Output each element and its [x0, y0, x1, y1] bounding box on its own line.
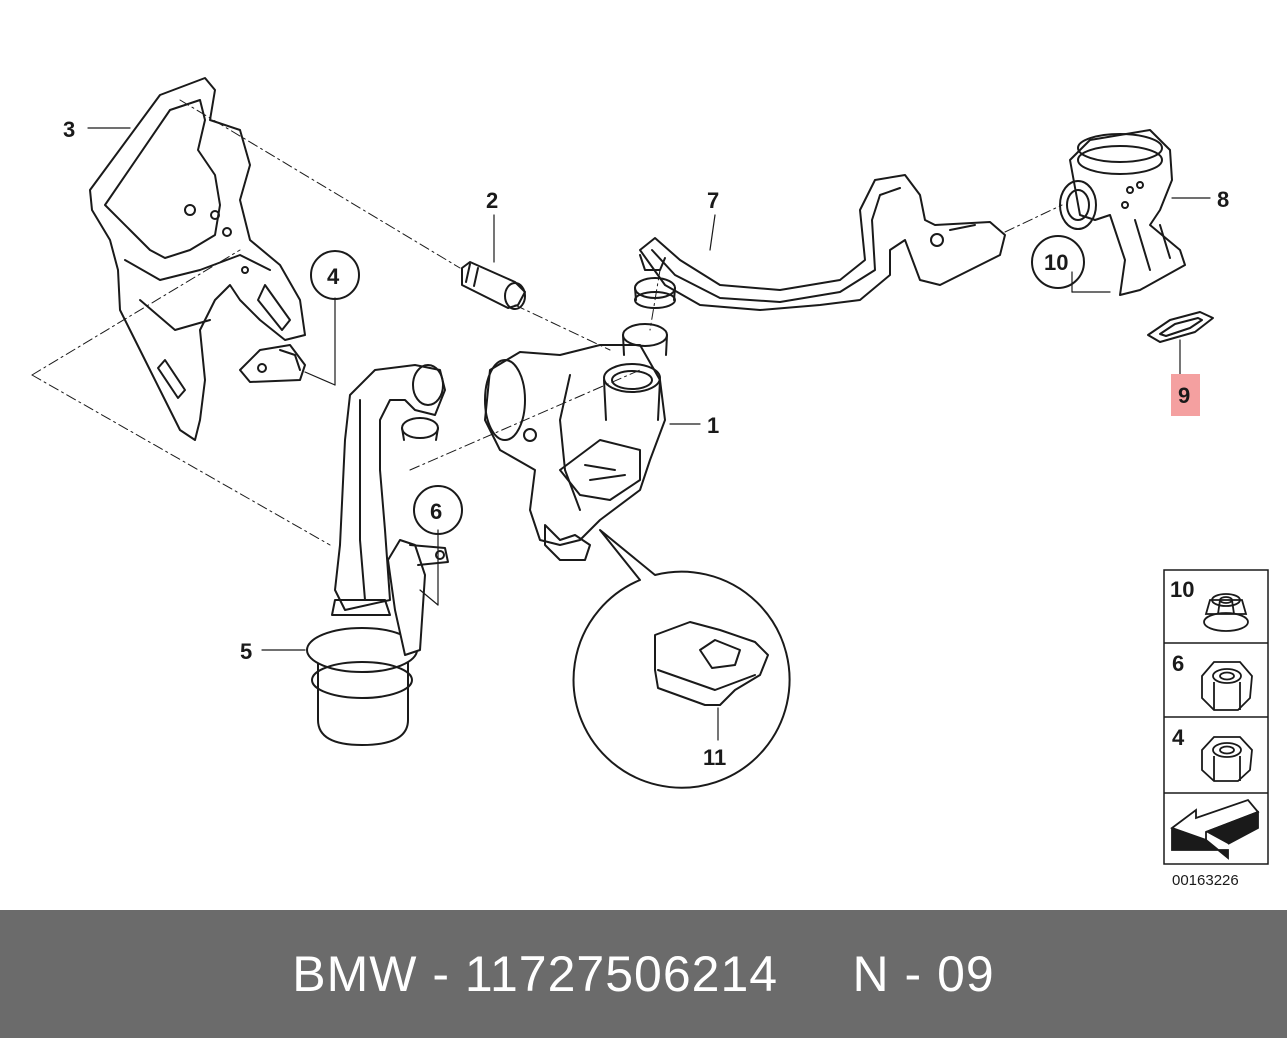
- detail-bubble-part-11: [572, 529, 791, 789]
- direction-arrow-icon: [1170, 798, 1260, 860]
- callout-11: 11: [703, 745, 726, 770]
- hose-part-7: [634, 174, 1006, 311]
- air-pump-part-1: [484, 323, 668, 561]
- callout-7: 7: [707, 188, 719, 213]
- callout-circle-10: [1031, 235, 1085, 289]
- leader-lines: [87, 127, 1211, 741]
- legend-label-10: 10: [1170, 577, 1194, 602]
- fastener-legend: 10 6 4: [1163, 569, 1269, 865]
- legend-label-6: 6: [1172, 651, 1184, 676]
- callout-8: 8: [1217, 187, 1229, 212]
- bracket-part-3: [89, 77, 306, 441]
- air-valve-part-8: [1059, 129, 1186, 296]
- callout-6: 6: [430, 499, 442, 524]
- flange-nut-icon: [1203, 593, 1249, 632]
- legend-label-4: 4: [1172, 725, 1185, 750]
- parts-diagram: 3 2 7 8 10 4 9 1 6 5 11 10 6 4: [31, 77, 1269, 889]
- callout-10: 10: [1044, 250, 1068, 275]
- highlight-box-9: [1171, 374, 1200, 416]
- callout-1: 1: [707, 413, 719, 438]
- parts-diagram-svg: 3 2 7 8 10 4 9 1 6 5 11 10 6 4: [31, 77, 1269, 889]
- footer-bar: BMW - 11727506214 N - 09: [0, 910, 1287, 1038]
- callout-2: 2: [486, 188, 498, 213]
- callout-3: 3: [63, 117, 75, 142]
- footer-part-number: BMW - 11727506214 N - 09: [292, 946, 995, 1002]
- callout-4: 4: [327, 264, 340, 289]
- hex-nut-icon: [1201, 661, 1253, 711]
- sensor-part-2: [461, 261, 526, 310]
- callout-9: 9: [1178, 383, 1190, 408]
- callout-circle-4: [310, 250, 360, 300]
- document-number: 00163226: [1172, 872, 1239, 889]
- construction-lines: [31, 99, 1063, 546]
- bracket-part-4: [239, 344, 306, 383]
- callout-circle-6: [413, 485, 463, 535]
- callout-5: 5: [240, 639, 252, 664]
- gasket-part-9: [1147, 311, 1214, 343]
- hex-nut-icon: [1201, 736, 1253, 782]
- hose-part-5: [306, 364, 449, 746]
